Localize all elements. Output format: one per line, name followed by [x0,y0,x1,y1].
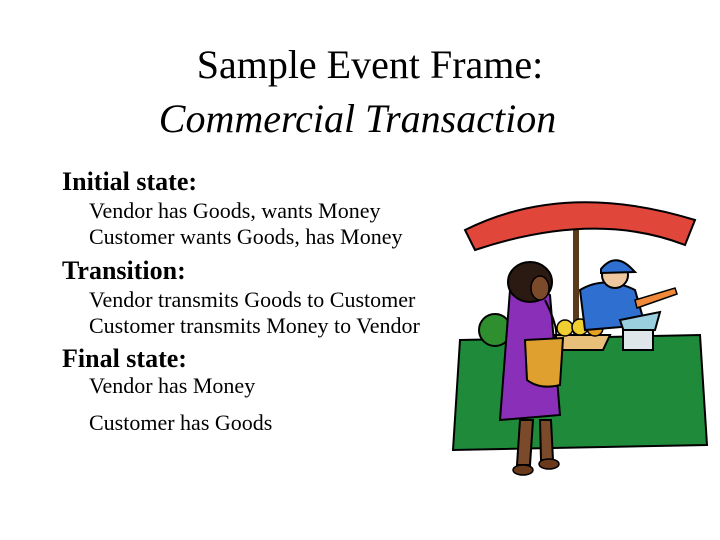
scale-body [622,329,654,351]
carrots [634,287,678,309]
fruit-lemon [556,319,574,337]
initial-state-line-2: Customer wants Goods, has Money [89,224,403,249]
market-stall-illustration [451,201,709,476]
initial-state-line-1: Vendor has Goods, wants Money [89,198,381,223]
customer-shoe [538,458,560,470]
vendor-cap [600,259,638,275]
customer-face [530,275,550,301]
slide-title-line1: Sample Event Frame: [196,42,544,87]
final-state-line-1: Vendor has Money [89,373,256,398]
transition-line-1: Vendor transmits Goods to Customer [89,287,416,312]
customer-leg [538,419,555,461]
stall-table [451,333,709,452]
final-state-line-2: Customer has Goods [89,410,273,435]
umbrella-canopy [463,201,697,252]
transition-heading: Transition: [62,256,186,285]
customer-shoe [512,464,534,476]
slide-title-line2: Commercial Transaction [158,96,557,141]
final-state-heading: Final state: [62,344,187,373]
shoulder-bag [523,336,565,388]
initial-state-heading: Initial state: [62,167,198,196]
umbrella-pole [573,210,579,360]
transition-line-2: Customer transmits Money to Vendor [89,313,420,338]
customer-leg [515,419,535,466]
